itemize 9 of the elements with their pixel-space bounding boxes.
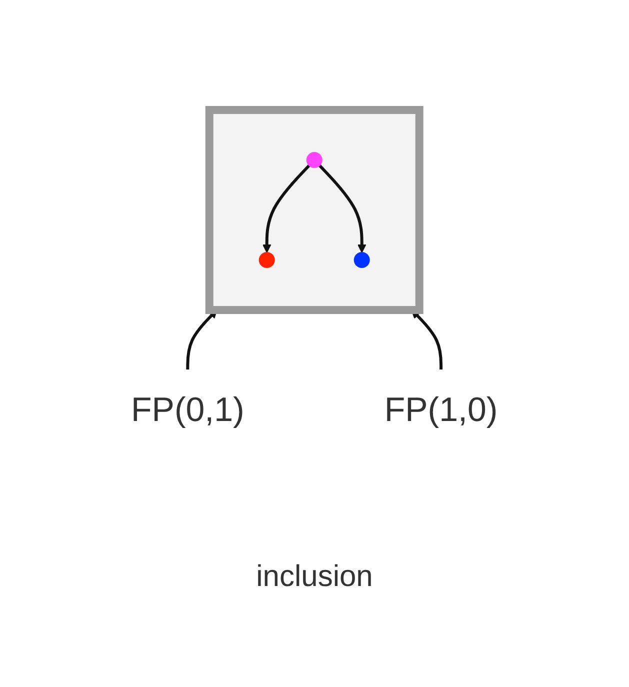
- node-text: FP(1,0): [384, 390, 498, 428]
- arrow: [262, 164, 310, 252]
- node-circle: [354, 252, 370, 268]
- node-circle: [259, 252, 275, 268]
- label-text: inclusion: [255, 560, 374, 594]
- cluster: [206, 106, 424, 314]
- node-circle: [306, 152, 322, 168]
- node-text: FP(0,1): [131, 390, 244, 428]
- arrow: [318, 164, 366, 252]
